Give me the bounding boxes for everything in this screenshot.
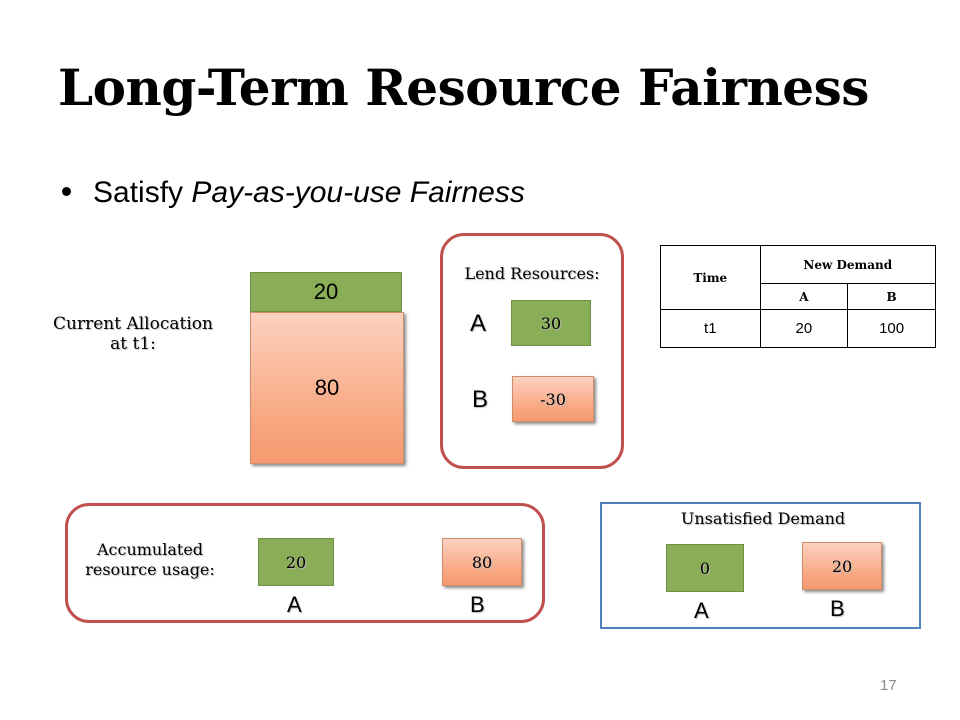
current-allocation-label-line2: at t1: xyxy=(110,334,156,354)
lend-a-box: 30 xyxy=(511,300,591,346)
table-header-new-demand: New Demand xyxy=(759,245,937,284)
allocation-a-box: 20 xyxy=(250,272,402,312)
current-allocation-label-line1: Current Allocation xyxy=(53,314,213,334)
table-cell-time: t1 xyxy=(660,309,761,348)
current-allocation-label: Current Allocation at t1: xyxy=(38,314,228,354)
unsatisfied-b-box: 20 xyxy=(802,542,882,590)
accumulated-usage-label-line2: resource usage: xyxy=(85,560,215,579)
page-number: 17 xyxy=(880,677,897,694)
accumulated-usage-label: Accumulated resource usage: xyxy=(70,540,230,580)
bullet-dot-icon xyxy=(62,186,71,196)
accumulated-usage-frame xyxy=(65,503,545,623)
accumulated-a-label: A xyxy=(287,592,302,617)
unsatisfied-demand-frame xyxy=(600,502,921,629)
slide-title: Long-Term Resource Fairness xyxy=(58,58,869,117)
accumulated-a-box: 20 xyxy=(258,538,334,586)
accumulated-b-box: 80 xyxy=(442,538,522,586)
unsatisfied-a-label: A xyxy=(694,598,709,623)
table-header-a: A xyxy=(759,283,849,310)
unsatisfied-demand-label: Unsatisfied Demand xyxy=(680,509,846,528)
unsatisfied-a-box: 0 xyxy=(666,544,744,592)
lend-resources-frame xyxy=(440,233,624,469)
bullet-prefix: Satisfy xyxy=(93,176,192,209)
bullet-emphasis: Pay-as-you-use Fairness xyxy=(191,176,525,209)
accumulated-b-label: B xyxy=(470,592,485,617)
allocation-b-box: 80 xyxy=(250,312,404,464)
table-header-time: Time xyxy=(660,245,761,310)
unsatisfied-b-label: B xyxy=(830,596,845,621)
table-row: t1 20 100 xyxy=(660,309,936,348)
lend-b-box: -30 xyxy=(512,376,594,422)
new-demand-table: Time New Demand A B t1 20 100 xyxy=(660,245,937,348)
accumulated-usage-label-line1: Accumulated xyxy=(96,540,204,559)
table-header-b: B xyxy=(847,283,936,310)
lend-b-label: B xyxy=(472,386,489,413)
bullet-point: Satisfy Pay-as-you-use Fairness xyxy=(62,176,525,210)
lend-resources-label: Lend Resources: xyxy=(464,264,600,283)
table-cell-b: 100 xyxy=(847,309,936,348)
table-cell-a: 20 xyxy=(759,309,849,348)
lend-a-label: A xyxy=(470,310,487,337)
